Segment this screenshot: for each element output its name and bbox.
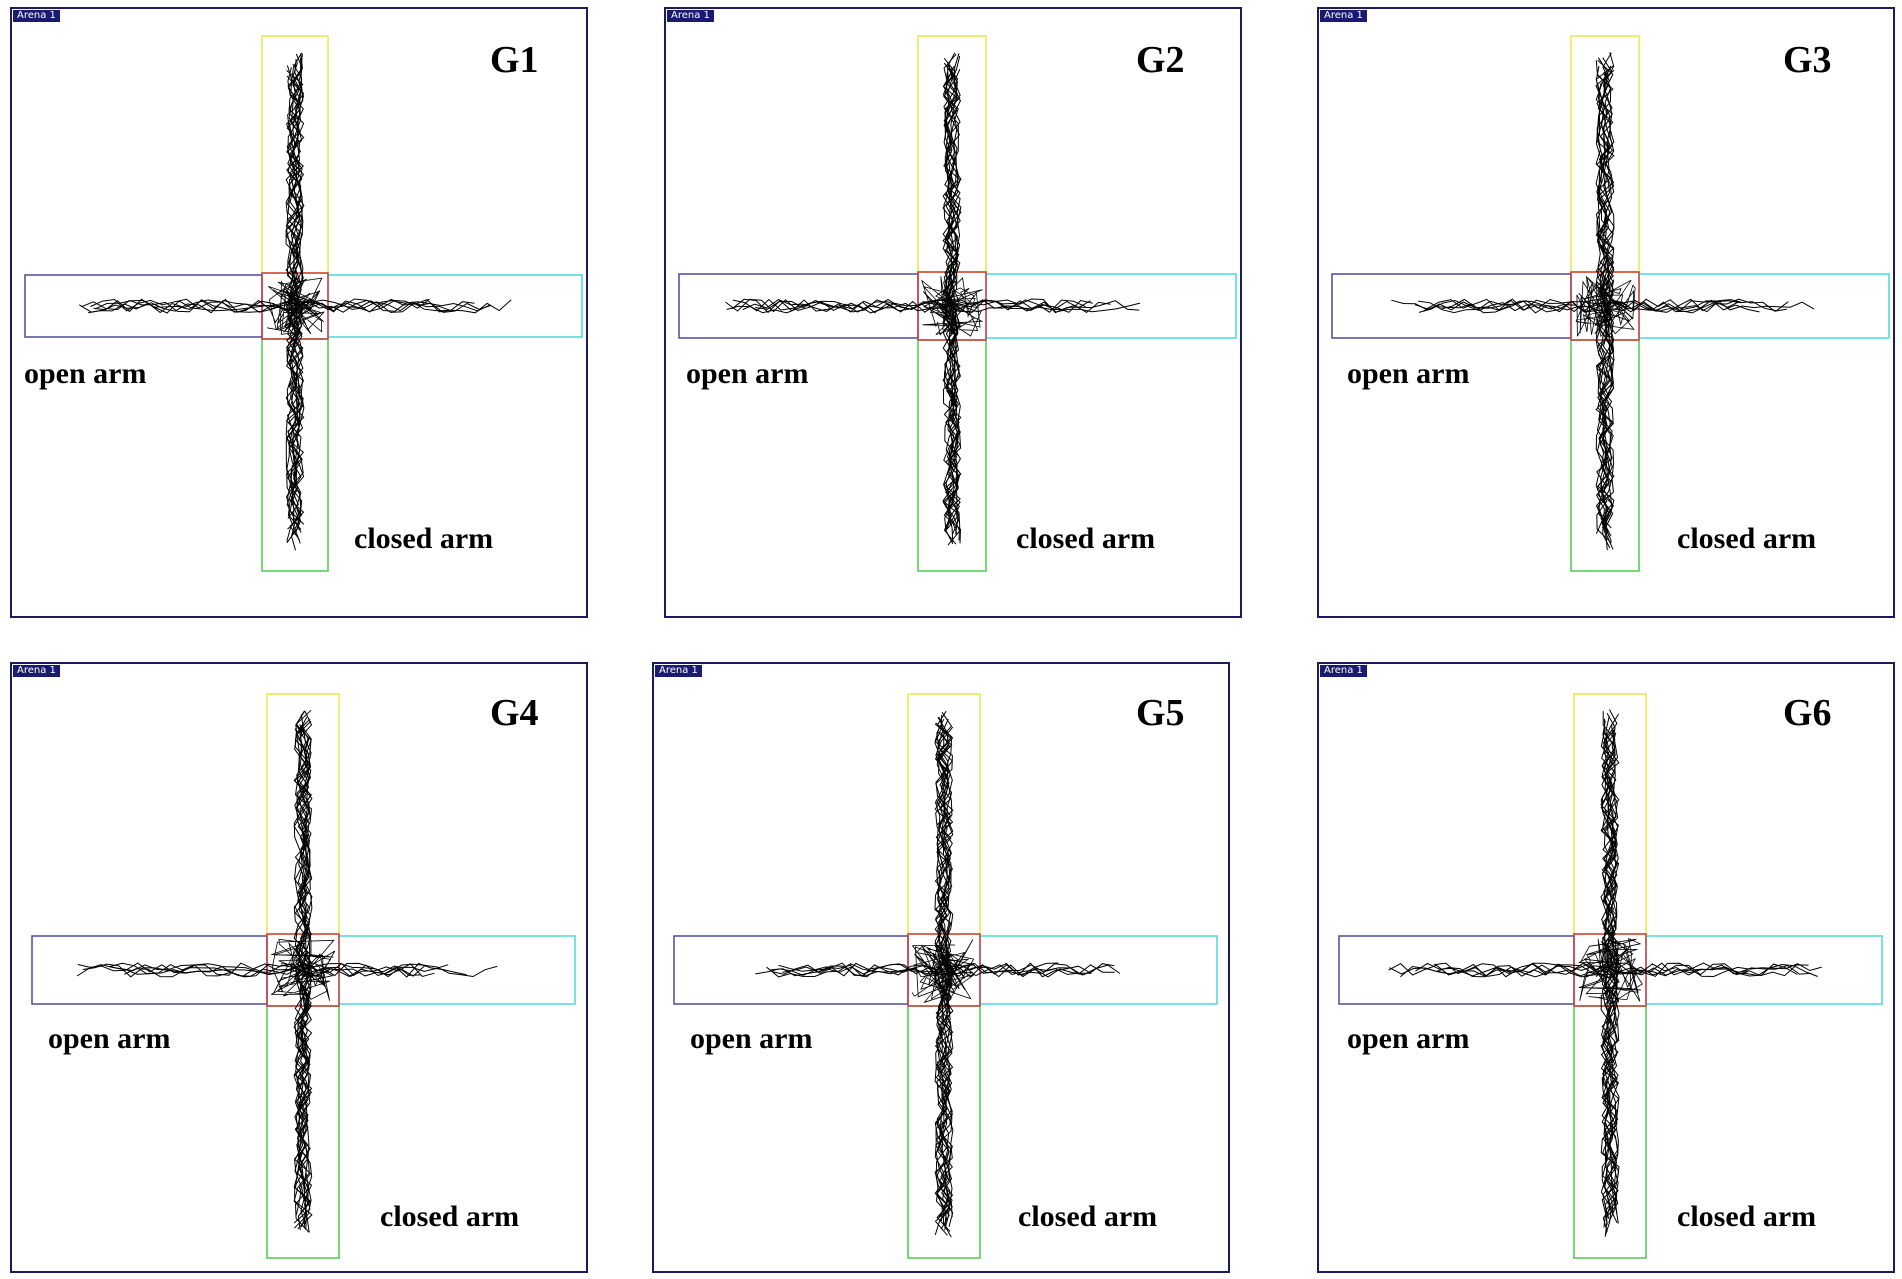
- open-arm-track: [82, 962, 467, 978]
- arena-tag: Arena 1: [13, 665, 60, 677]
- closed-arm-track: [1600, 732, 1620, 1223]
- open-arm-track: [1415, 962, 1812, 978]
- center-track: [1578, 937, 1643, 1003]
- closed-arm-track: [293, 710, 312, 1215]
- closed-arm-label: closed arm: [1016, 522, 1156, 555]
- open-arm-track: [742, 299, 1091, 314]
- arena-tag: Arena 1: [655, 665, 702, 677]
- group-title: G5: [1136, 692, 1185, 734]
- open-arm-track: [1414, 298, 1787, 313]
- maze-drawing: [673, 693, 1218, 1259]
- arena-panel-g5: Arena 1 G5 open arm closed arm: [652, 662, 1230, 1273]
- open-arm-label: open arm: [48, 1022, 171, 1055]
- open-arm-track: [725, 298, 1086, 313]
- open-arm-track: [94, 299, 492, 314]
- center-track: [921, 276, 984, 337]
- open-arm-label: open arm: [690, 1022, 813, 1055]
- closed-arm-label: closed arm: [380, 1200, 520, 1233]
- closed-arm-label: closed arm: [1018, 1200, 1158, 1233]
- open-arm-track: [1391, 299, 1740, 314]
- maze-drawing: [24, 35, 583, 572]
- arena-panel-g6: Arena 1 G6 open arm closed arm: [1317, 662, 1895, 1273]
- right-open-arm-zone: [1638, 273, 1890, 339]
- arena-tag: Arena 1: [13, 10, 60, 22]
- open-arm-track: [77, 962, 426, 977]
- maze-drawing: [1338, 693, 1883, 1259]
- arena-tag: Arena 1: [667, 10, 714, 22]
- arena-panel-g1: Arena 1 G1 open arm closed arm: [10, 7, 588, 618]
- right-open-arm-zone: [338, 935, 576, 1005]
- group-title: G6: [1783, 692, 1832, 734]
- center-track: [911, 939, 975, 1004]
- closed-arm-label: closed arm: [1677, 1200, 1817, 1233]
- right-open-arm-zone: [327, 274, 583, 338]
- group-title: G3: [1783, 39, 1832, 81]
- arena-tag: Arena 1: [1320, 665, 1367, 677]
- open-arm-track: [732, 298, 1093, 313]
- closed-arm-track: [1595, 59, 1615, 537]
- open-arm-label: open arm: [24, 357, 147, 390]
- open-arm-track: [76, 962, 498, 978]
- arena-panel-g3: Arena 1 G3 open arm closed arm: [1317, 7, 1895, 618]
- open-arm-track: [93, 298, 430, 313]
- arena-tag: Arena 1: [1320, 10, 1367, 22]
- maze-drawing: [31, 693, 576, 1259]
- group-title: G4: [490, 692, 539, 734]
- open-arm-track: [123, 962, 449, 978]
- arena-panel-g4: Arena 1 G4 open arm closed arm: [10, 662, 588, 1273]
- center-track: [1575, 276, 1636, 338]
- open-arm-label: open arm: [686, 357, 809, 390]
- closed-arm-label: closed arm: [354, 522, 494, 555]
- closed-arm-track: [934, 727, 953, 1232]
- closed-arm-label: closed arm: [1677, 522, 1817, 555]
- group-title: G2: [1136, 39, 1185, 81]
- closed-arm-track: [287, 58, 304, 536]
- open-arm-track: [108, 962, 422, 977]
- maze-drawing: [1331, 35, 1890, 572]
- open-arm-track: [1433, 962, 1818, 978]
- open-arm-track: [755, 962, 1092, 977]
- open-arm-label: open arm: [1347, 357, 1470, 390]
- right-open-arm-zone: [985, 273, 1237, 339]
- open-arm-track: [1400, 963, 1749, 978]
- left-open-arm-zone: [678, 273, 919, 339]
- arena-panel-g2: Arena 1 G2 open arm closed arm: [664, 7, 1242, 618]
- maze-drawing: [678, 35, 1237, 572]
- open-arm-label: open arm: [1347, 1022, 1470, 1055]
- open-arm-track: [90, 298, 475, 313]
- group-title: G1: [490, 39, 539, 81]
- center-track: [271, 938, 336, 1001]
- center-track: [267, 276, 325, 335]
